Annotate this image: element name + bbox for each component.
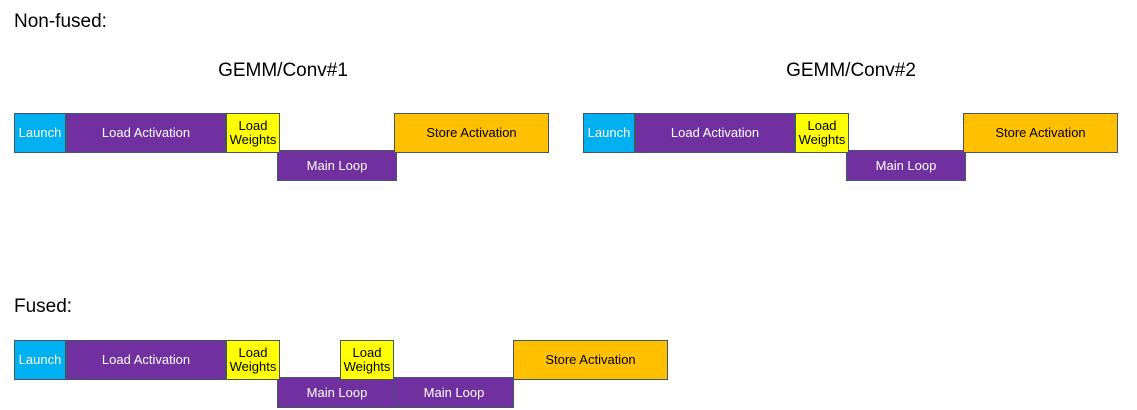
bar-load-weights-kernel2[interactable]: Load Weights — [795, 113, 849, 153]
bar-load-weights-fused-1[interactable]: Load Weights — [226, 340, 280, 380]
bar-load-weights-kernel1[interactable]: Load Weights — [226, 113, 280, 153]
bar-label: Main Loop — [875, 157, 937, 173]
bar-label: Load Weights — [798, 118, 846, 147]
bar-label: Launch — [587, 125, 631, 141]
bar-label: Store Activation — [426, 125, 517, 141]
bar-launch-kernel2[interactable]: Launch — [583, 113, 635, 153]
bar-label: Load Activation — [670, 125, 760, 141]
bar-label: Launch — [18, 125, 62, 141]
bar-label: Load Activation — [101, 352, 191, 368]
bar-launch-fused[interactable]: Launch — [14, 340, 66, 380]
bar-label: Main Loop — [306, 157, 368, 173]
bar-label: Main Loop — [423, 384, 485, 400]
section-label-fused: Fused: — [14, 296, 73, 317]
bar-label: Main Loop — [306, 384, 368, 400]
kernel-title-gemm-conv-1: GEMM/Conv#1 — [218, 60, 348, 81]
bar-store-activation-kernel1[interactable]: Store Activation — [394, 113, 549, 153]
bar-main-loop-kernel1[interactable]: Main Loop — [277, 150, 397, 181]
bar-label: Store Activation — [545, 352, 636, 368]
bar-label: Load Activation — [101, 125, 191, 141]
section-label-non-fused: Non-fused: — [14, 11, 107, 32]
bar-load-activation-fused[interactable]: Load Activation — [66, 340, 226, 380]
bar-load-activation-kernel1[interactable]: Load Activation — [66, 113, 226, 153]
bar-main-loop-fused-1[interactable]: Main Loop — [277, 377, 397, 408]
bar-store-activation-fused[interactable]: Store Activation — [513, 340, 668, 380]
bar-launch-kernel1[interactable]: Launch — [14, 113, 66, 153]
bar-label: Load Weights — [229, 118, 277, 147]
bar-main-loop-fused-2[interactable]: Main Loop — [394, 377, 514, 408]
kernel-title-gemm-conv-2: GEMM/Conv#2 — [786, 60, 916, 81]
bar-label: Load Weights — [343, 345, 391, 374]
bar-main-loop-kernel2[interactable]: Main Loop — [846, 150, 966, 181]
bar-label: Load Weights — [229, 345, 277, 374]
bar-label: Launch — [18, 352, 62, 368]
bar-load-weights-fused-2[interactable]: Load Weights — [340, 340, 394, 380]
bar-load-activation-kernel2[interactable]: Load Activation — [635, 113, 795, 153]
bar-label: Store Activation — [995, 125, 1086, 141]
bar-store-activation-kernel2[interactable]: Store Activation — [963, 113, 1118, 153]
